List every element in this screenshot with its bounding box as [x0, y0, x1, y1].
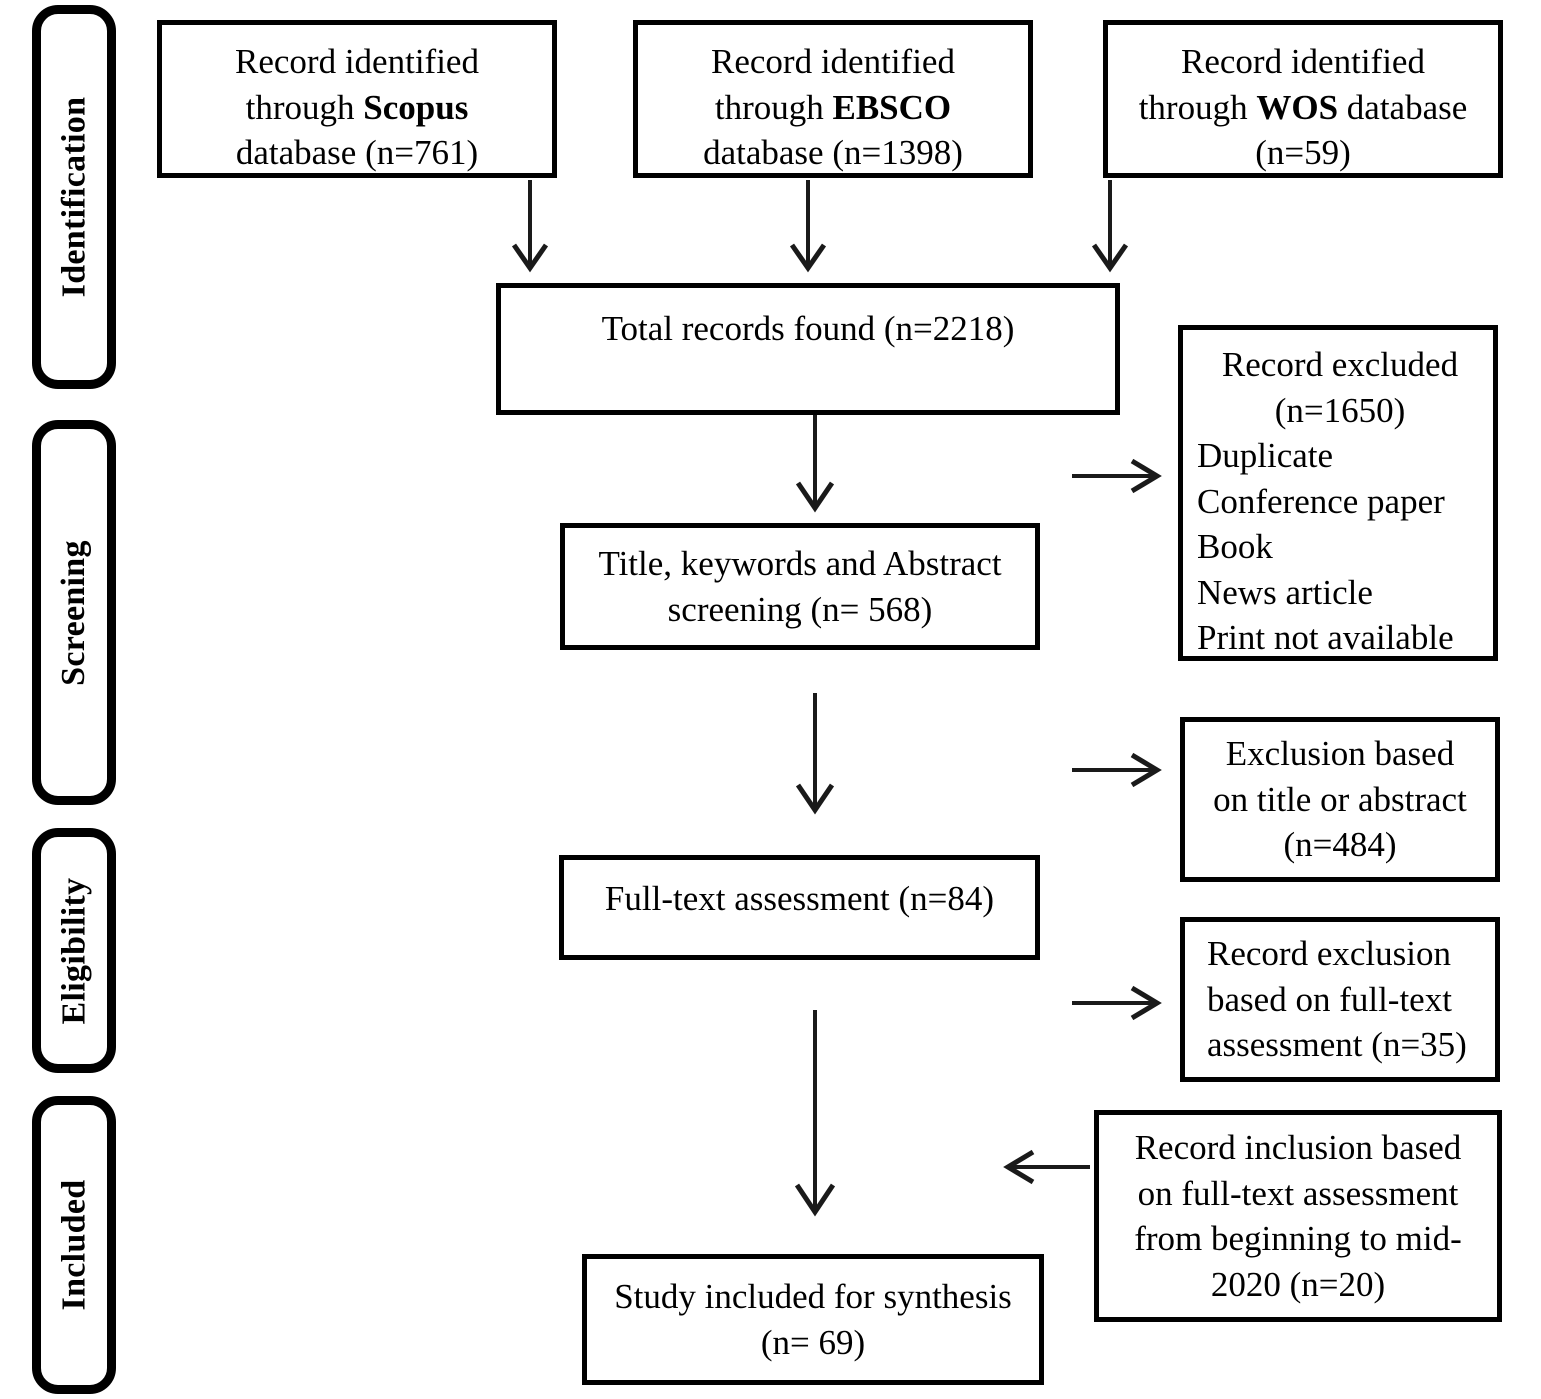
title-abstract-exclusion-line3: (n=484) [1283, 825, 1397, 865]
stage-eligibility-label: Eligibility [55, 877, 93, 1024]
arrow-total-to-excluded [1072, 458, 1162, 494]
arrow-screening-to-fulltext [795, 693, 835, 815]
source-wos-line2-prefix: through [1138, 87, 1257, 127]
total-records-text: Total records found (n=2218) [601, 309, 1015, 348]
title-abstract-exclusion-line1: Exclusion based [1225, 734, 1455, 774]
source-scopus-line2: through Scopus [172, 85, 542, 131]
source-box-ebsco: Record identified through EBSCO database… [633, 20, 1033, 178]
arrow-inclusion-to-flow [1003, 1149, 1090, 1185]
exclusion-reason-duplicate: Duplicate [1197, 436, 1334, 475]
source-wos-line3: (n=59) [1255, 133, 1351, 172]
stage-screening: Screening [32, 420, 116, 805]
arrow-ebsco-to-total [789, 180, 827, 273]
total-records-box: Total records found (n=2218) [496, 283, 1120, 415]
stage-included-label: Included [55, 1179, 92, 1311]
source-wos-line2: through WOS database [1118, 85, 1488, 131]
stage-screening-label: Screening [55, 539, 92, 686]
stage-identification: Identification [32, 5, 116, 389]
source-ebsco-line1: Record identified [711, 42, 955, 81]
full-text-assessment-box: Full-text assessment (n=84) [559, 855, 1040, 960]
exclusion-reason-book: Book [1197, 527, 1273, 566]
records-excluded-box: Record excluded (n=1650) Duplicate Confe… [1178, 325, 1498, 661]
stage-eligibility: Eligibility [32, 828, 116, 1073]
screening-line1: Title, keywords and Abstract [598, 544, 1002, 583]
full-text-exclusion-line1: Record exclusion [1207, 934, 1451, 974]
records-excluded-head1: Record excluded [1221, 345, 1459, 384]
source-scopus-database: Scopus [363, 87, 469, 127]
stage-included: Included [32, 1096, 116, 1394]
arrow-total-to-screening [795, 415, 835, 513]
source-box-scopus: Record identified through Scopus databas… [157, 20, 557, 178]
full-text-exclusion-box: Record exclusion based on full-text asse… [1180, 917, 1500, 1082]
exclusion-reason-print-not-available: Print not available [1197, 618, 1454, 657]
source-ebsco-line2: through EBSCO [648, 85, 1018, 131]
source-box-wos: Record identified through WOS database (… [1103, 20, 1503, 178]
study-included-line2: (n= 69) [760, 1322, 866, 1362]
full-text-inclusion-box: Record inclusion based on full-text asse… [1094, 1110, 1502, 1322]
full-text-exclusion-line3: assessment (n=35) [1207, 1025, 1467, 1065]
full-text-exclusion-line2: based on full-text [1207, 979, 1452, 1019]
study-included-box: Study included for synthesis (n= 69) [582, 1254, 1044, 1385]
title-abstract-exclusion-box: Exclusion based on title or abstract (n=… [1180, 717, 1500, 882]
full-text-inclusion-line1: Record inclusion based [1134, 1128, 1462, 1167]
source-scopus-line3: database (n=761) [235, 133, 479, 172]
screening-box: Title, keywords and Abstract screening (… [560, 523, 1040, 650]
stage-identification-label: Identification [55, 96, 92, 298]
exclusion-reason-news-article: News article [1197, 572, 1373, 612]
source-wos-database: WOS [1256, 87, 1339, 127]
arrow-wos-to-total [1091, 180, 1129, 273]
source-wos-line2-suffix: database [1338, 87, 1468, 127]
study-included-line1: Study included for synthesis [614, 1277, 1012, 1316]
source-ebsco-line3: database (n=1398) [703, 133, 963, 172]
full-text-inclusion-line3: from beginning to mid- [1134, 1219, 1462, 1258]
arrow-fulltext-to-fulltext-exclusion [1072, 985, 1162, 1021]
source-wos-line1: Record identified [1181, 42, 1425, 81]
full-text-inclusion-line4: 2020 (n=20) [1210, 1264, 1386, 1304]
exclusion-reason-conference-paper: Conference paper [1197, 481, 1445, 521]
screening-line2: screening (n= 568) [667, 589, 933, 629]
full-text-assessment-text: Full-text assessment (n=84) [604, 879, 995, 918]
arrow-fulltext-to-included [794, 1010, 836, 1217]
source-ebsco-line2-prefix: through [714, 87, 833, 127]
source-ebsco-database: EBSCO [832, 87, 952, 127]
title-abstract-exclusion-line2: on title or abstract [1213, 779, 1467, 819]
arrow-screening-to-title-exclusion [1072, 752, 1162, 788]
records-excluded-head2: (n=1650) [1274, 390, 1406, 430]
source-scopus-line1: Record identified [235, 42, 479, 81]
source-scopus-line2-prefix: through [245, 87, 364, 127]
full-text-inclusion-line2: on full-text assessment [1137, 1173, 1459, 1213]
arrow-scopus-to-total [511, 180, 549, 273]
